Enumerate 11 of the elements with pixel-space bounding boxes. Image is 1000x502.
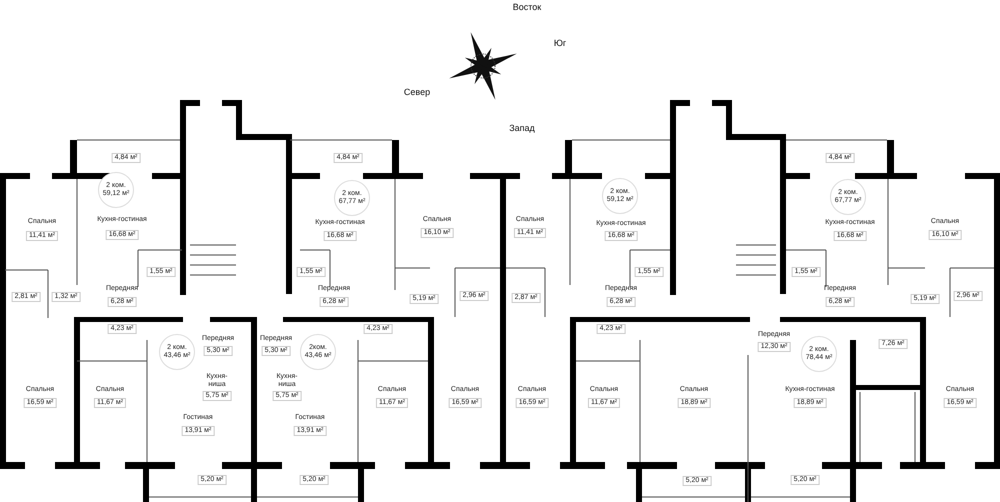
apartment-badge <box>602 178 638 214</box>
direction-label: Запад <box>509 124 535 132</box>
apartment-badge <box>334 180 370 216</box>
apartment-badge <box>300 334 336 370</box>
direction-label: Юг <box>554 39 566 47</box>
apartment-badge <box>830 179 866 215</box>
direction-label: Восток <box>512 3 542 11</box>
apartment-badge <box>98 172 134 208</box>
apartment-badge <box>159 334 195 370</box>
apartment-badge <box>801 336 837 372</box>
direction-label: Север <box>404 88 430 96</box>
